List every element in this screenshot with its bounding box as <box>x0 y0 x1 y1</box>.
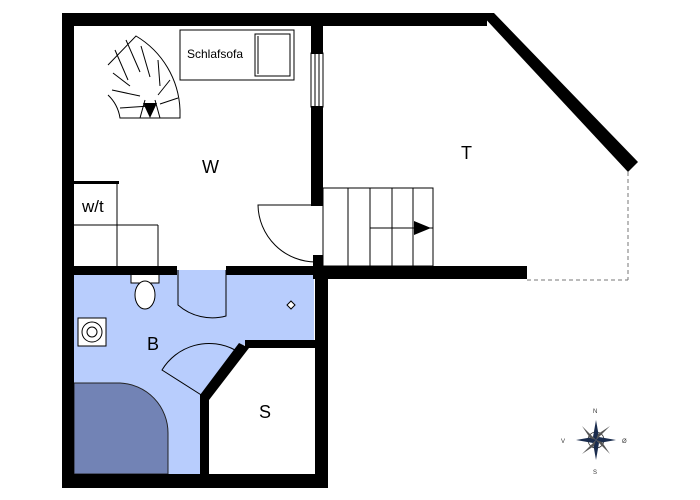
toilet-icon <box>130 272 160 310</box>
window <box>310 52 324 108</box>
washbasin-icon <box>77 317 107 347</box>
room-label-living: W <box>202 157 219 177</box>
room-label-bath: B <box>147 334 159 354</box>
room-label-terrace: T <box>461 143 472 163</box>
living-door-swing <box>257 204 317 263</box>
room-label-wardrobe: w/t <box>81 197 104 216</box>
compass-south: S <box>593 470 597 476</box>
wardrobe-unit <box>74 183 159 268</box>
room-label-storage: S <box>259 402 271 422</box>
compass-rose-icon: N S V Ø <box>561 409 627 476</box>
sofa <box>179 29 295 81</box>
shower-tray <box>73 382 169 475</box>
stair-arrow-icon <box>414 221 431 235</box>
compass-west: V <box>561 439 565 445</box>
bath-door-swing-storage <box>161 343 236 399</box>
compass-north: N <box>593 409 597 415</box>
bath-door-swing-top <box>177 270 227 319</box>
stair-arrow-icon <box>143 103 157 118</box>
spiral-stairs <box>107 35 181 119</box>
compass-east: Ø <box>622 439 627 445</box>
terrace-boundary <box>527 172 629 281</box>
floor-drain-icon <box>286 300 296 310</box>
walls <box>62 13 638 488</box>
sofa-label: Schlafsofa <box>187 47 243 61</box>
